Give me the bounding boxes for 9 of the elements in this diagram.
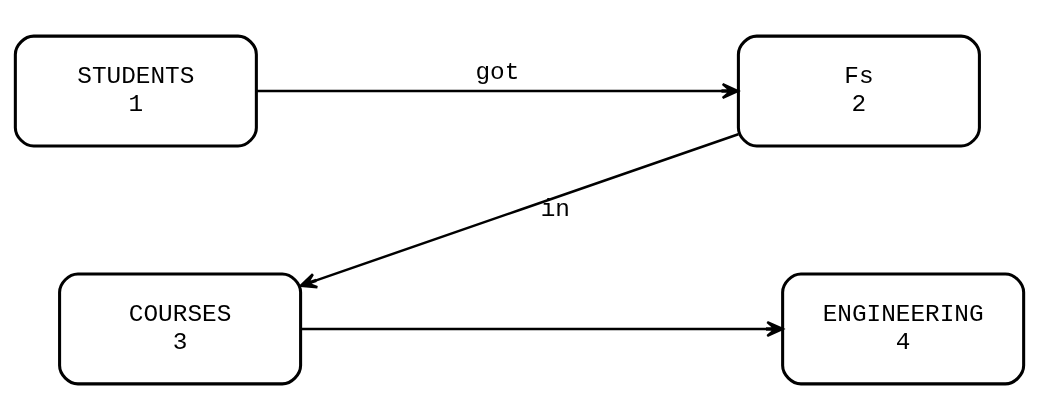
arrow: [256, 82, 740, 99]
node-box: Fs 2: [736, 34, 981, 147]
edge-label: in: [540, 195, 570, 223]
node-box: COURSES 3: [58, 272, 303, 385]
arrow: [299, 132, 739, 288]
node-box: STUDENTS 1: [13, 34, 258, 147]
edge-label: got: [475, 58, 520, 86]
node-box: ENGINEERING 4: [781, 272, 1026, 385]
arrow: [300, 320, 784, 337]
